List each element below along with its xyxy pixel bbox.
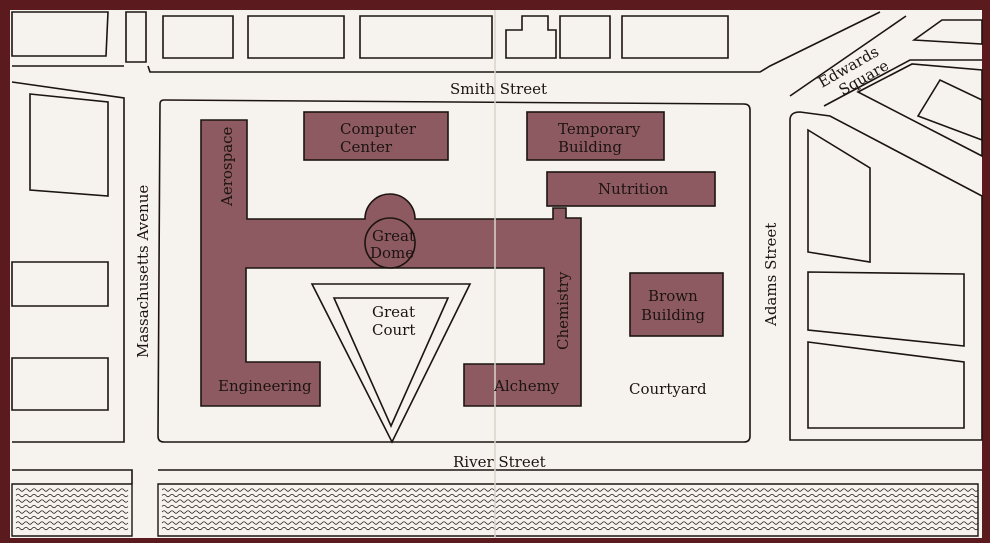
building-brown[interactable] bbox=[629, 272, 724, 337]
block-top-1 bbox=[11, 11, 109, 57]
building-nutrition[interactable] bbox=[546, 171, 716, 207]
wave-line bbox=[161, 493, 979, 498]
water-outline-right bbox=[157, 483, 979, 537]
block-top-6 bbox=[505, 15, 557, 59]
building-computer-center[interactable] bbox=[303, 111, 449, 161]
river-waves bbox=[15, 488, 979, 531]
temporary-building-label-line2: Building bbox=[558, 138, 622, 156]
engineering-label: Engineering bbox=[218, 377, 312, 395]
great-court-inner bbox=[332, 297, 450, 428]
smith-street-north-edge bbox=[12, 11, 881, 73]
aerospace-label: Aerospace bbox=[218, 126, 236, 207]
wave-line bbox=[161, 515, 979, 520]
temporary-building-label-line1: Temporary bbox=[558, 120, 641, 138]
block-left-3 bbox=[11, 261, 109, 307]
brown-building-label-line2: Building bbox=[641, 306, 705, 324]
block-left-2 bbox=[11, 81, 125, 443]
wave-line bbox=[161, 521, 979, 525]
massachusetts-avenue-label: Massachusetts Avenue bbox=[134, 185, 152, 358]
block-right-2 bbox=[807, 271, 965, 347]
great-dome-label-line1: Great bbox=[372, 227, 415, 245]
block-right-1 bbox=[807, 128, 871, 263]
wave-line bbox=[161, 499, 979, 503]
block-top-8 bbox=[621, 15, 729, 59]
computer-center-label-line2: Center bbox=[340, 138, 393, 156]
block-left-1 bbox=[29, 93, 109, 197]
wave-line bbox=[161, 526, 979, 531]
wave-line bbox=[161, 488, 979, 492]
wave-line bbox=[15, 504, 129, 509]
water-outline-left bbox=[11, 483, 133, 537]
adams-street-label: Adams Street bbox=[762, 223, 780, 327]
wave-line bbox=[15, 510, 129, 514]
great-dome-label-line2: Dome bbox=[370, 244, 414, 262]
courtyard-label: Courtyard bbox=[629, 380, 707, 398]
great-court-outer bbox=[310, 283, 472, 444]
wave-line bbox=[15, 521, 129, 525]
great-court-label-line1: Great bbox=[372, 303, 415, 321]
campus-block bbox=[157, 99, 751, 443]
wave-line bbox=[161, 510, 979, 514]
building-temporary[interactable] bbox=[526, 111, 665, 161]
wave-line bbox=[15, 488, 129, 492]
block-top-5 bbox=[359, 15, 493, 59]
river-water bbox=[11, 483, 979, 537]
great-dome-circle[interactable] bbox=[364, 217, 416, 269]
wave-line bbox=[161, 504, 979, 509]
block-right-small bbox=[916, 78, 983, 142]
block-left-4 bbox=[11, 357, 109, 411]
great-court-label-line2: Court bbox=[372, 321, 415, 339]
block-top-7 bbox=[559, 15, 611, 59]
edwards-right-block bbox=[856, 63, 983, 158]
edwards-square-road bbox=[789, 15, 982, 107]
block-top-3 bbox=[162, 15, 234, 59]
map-paper bbox=[10, 10, 982, 538]
edwards-corner-block bbox=[911, 19, 983, 45]
smith-street-label: Smith Street bbox=[450, 80, 547, 98]
wave-line bbox=[15, 515, 129, 520]
block-top-4 bbox=[247, 15, 345, 59]
chemistry-label: Chemistry bbox=[554, 271, 572, 350]
wave-line bbox=[15, 493, 129, 498]
brown-building-label-line1: Brown bbox=[648, 287, 698, 305]
nutrition-label: Nutrition bbox=[598, 180, 669, 198]
alchemy-label: Alchemy bbox=[493, 377, 560, 395]
block-top-2 bbox=[125, 11, 147, 63]
wave-line bbox=[15, 499, 129, 503]
river-street-label: River Street bbox=[453, 453, 546, 471]
buildings bbox=[200, 111, 724, 407]
great-court[interactable] bbox=[310, 283, 472, 444]
wave-line bbox=[15, 526, 129, 531]
block-right-column bbox=[789, 111, 983, 441]
block-left-bottom bbox=[12, 469, 133, 484]
computer-center-label-line1: Computer bbox=[340, 120, 417, 138]
block-right-3 bbox=[807, 341, 965, 429]
